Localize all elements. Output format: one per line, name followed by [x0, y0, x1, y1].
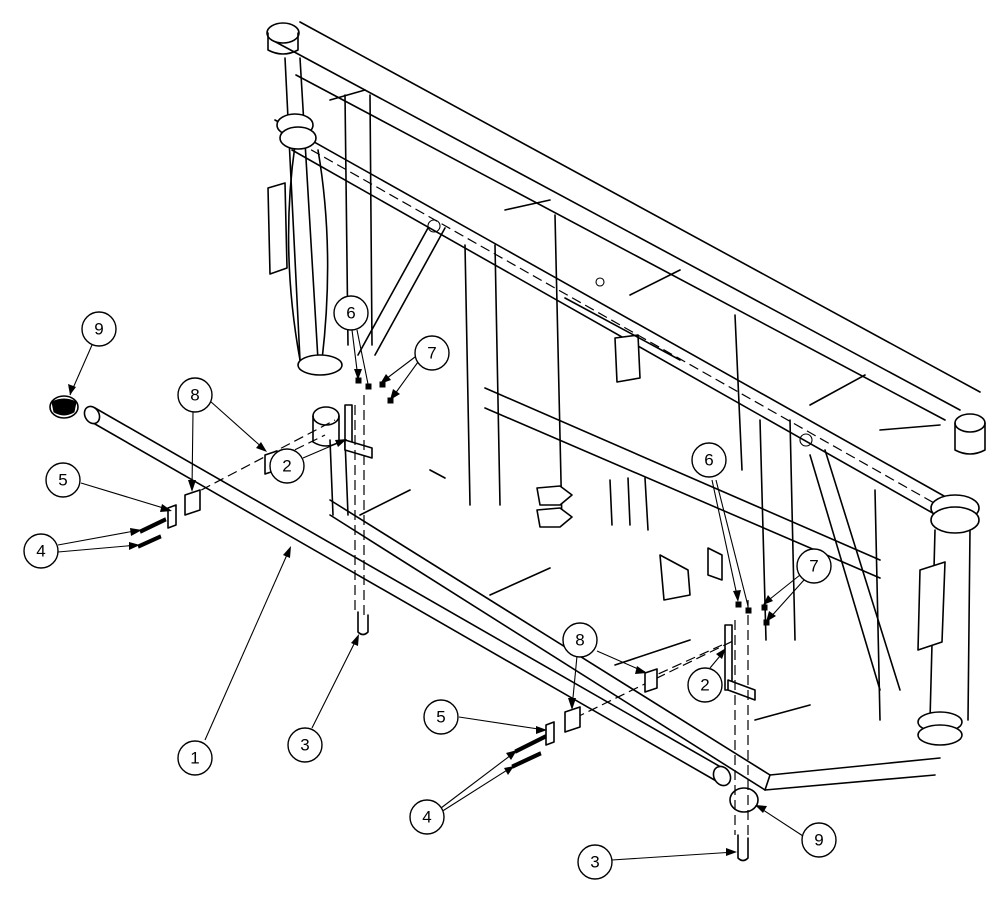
u-bolt-right — [737, 834, 749, 862]
callout-9-right: 9 — [801, 822, 837, 858]
callout-4-left: 4 — [23, 533, 59, 569]
callout-2-left-label: 2 — [282, 457, 291, 476]
callout-8-left-label: 8 — [190, 386, 199, 405]
mount-bracket-right — [724, 624, 756, 701]
callout-3-right: 3 — [577, 844, 613, 880]
callout-4-right: 4 — [409, 799, 445, 835]
bolts-left — [137, 517, 167, 549]
callout-3-left: 3 — [287, 727, 323, 763]
nuts-right — [735, 601, 770, 626]
end-cap-right — [729, 787, 759, 813]
end-cap-left — [49, 395, 79, 419]
callout-9-left: 9 — [81, 311, 117, 347]
callout-5-right-label: 5 — [436, 708, 445, 727]
callout-2-left: 2 — [269, 448, 305, 484]
nuts-left — [355, 377, 394, 404]
main-frame — [266, 21, 986, 791]
clamp-plate-right — [545, 668, 658, 746]
alignment-lines — [187, 395, 749, 835]
callout-5-right: 5 — [423, 699, 459, 735]
bolts-right — [511, 734, 547, 769]
callout-8-left: 8 — [177, 377, 213, 413]
callout-6-left-label: 6 — [346, 304, 355, 323]
callout-7-right-label: 7 — [809, 557, 818, 576]
callout-3-right-label: 3 — [590, 853, 599, 872]
callout-1-label: 1 — [190, 749, 199, 768]
callout-6-right-label: 6 — [704, 451, 713, 470]
callout-8-right-label: 8 — [575, 631, 584, 650]
leader-lines — [57, 329, 805, 861]
mount-bracket-left — [312, 404, 373, 459]
callout-4-left-label: 4 — [36, 542, 45, 561]
clamp-plate-left — [167, 450, 278, 529]
callout-8-right: 8 — [562, 622, 598, 658]
callout-9-right-label: 9 — [814, 831, 823, 850]
callout-7-left: 7 — [414, 335, 450, 371]
callout-7-left-label: 7 — [427, 344, 436, 363]
callout-9-left-label: 9 — [94, 320, 103, 339]
callout-5-left: 5 — [45, 462, 81, 498]
callout-4-right-label: 4 — [422, 808, 431, 827]
cross-tube — [83, 405, 732, 787]
callout-7-right: 7 — [796, 548, 832, 584]
callout-1: 1 — [177, 740, 213, 776]
callout-6-right: 6 — [691, 442, 727, 478]
callout-2-right: 2 — [687, 667, 723, 703]
callout-6-left: 6 — [333, 295, 369, 331]
callout-3-left-label: 3 — [300, 736, 309, 755]
callout-5-left-label: 5 — [58, 471, 67, 490]
callout-2-right-label: 2 — [700, 676, 709, 695]
u-bolt-left — [357, 611, 369, 636]
